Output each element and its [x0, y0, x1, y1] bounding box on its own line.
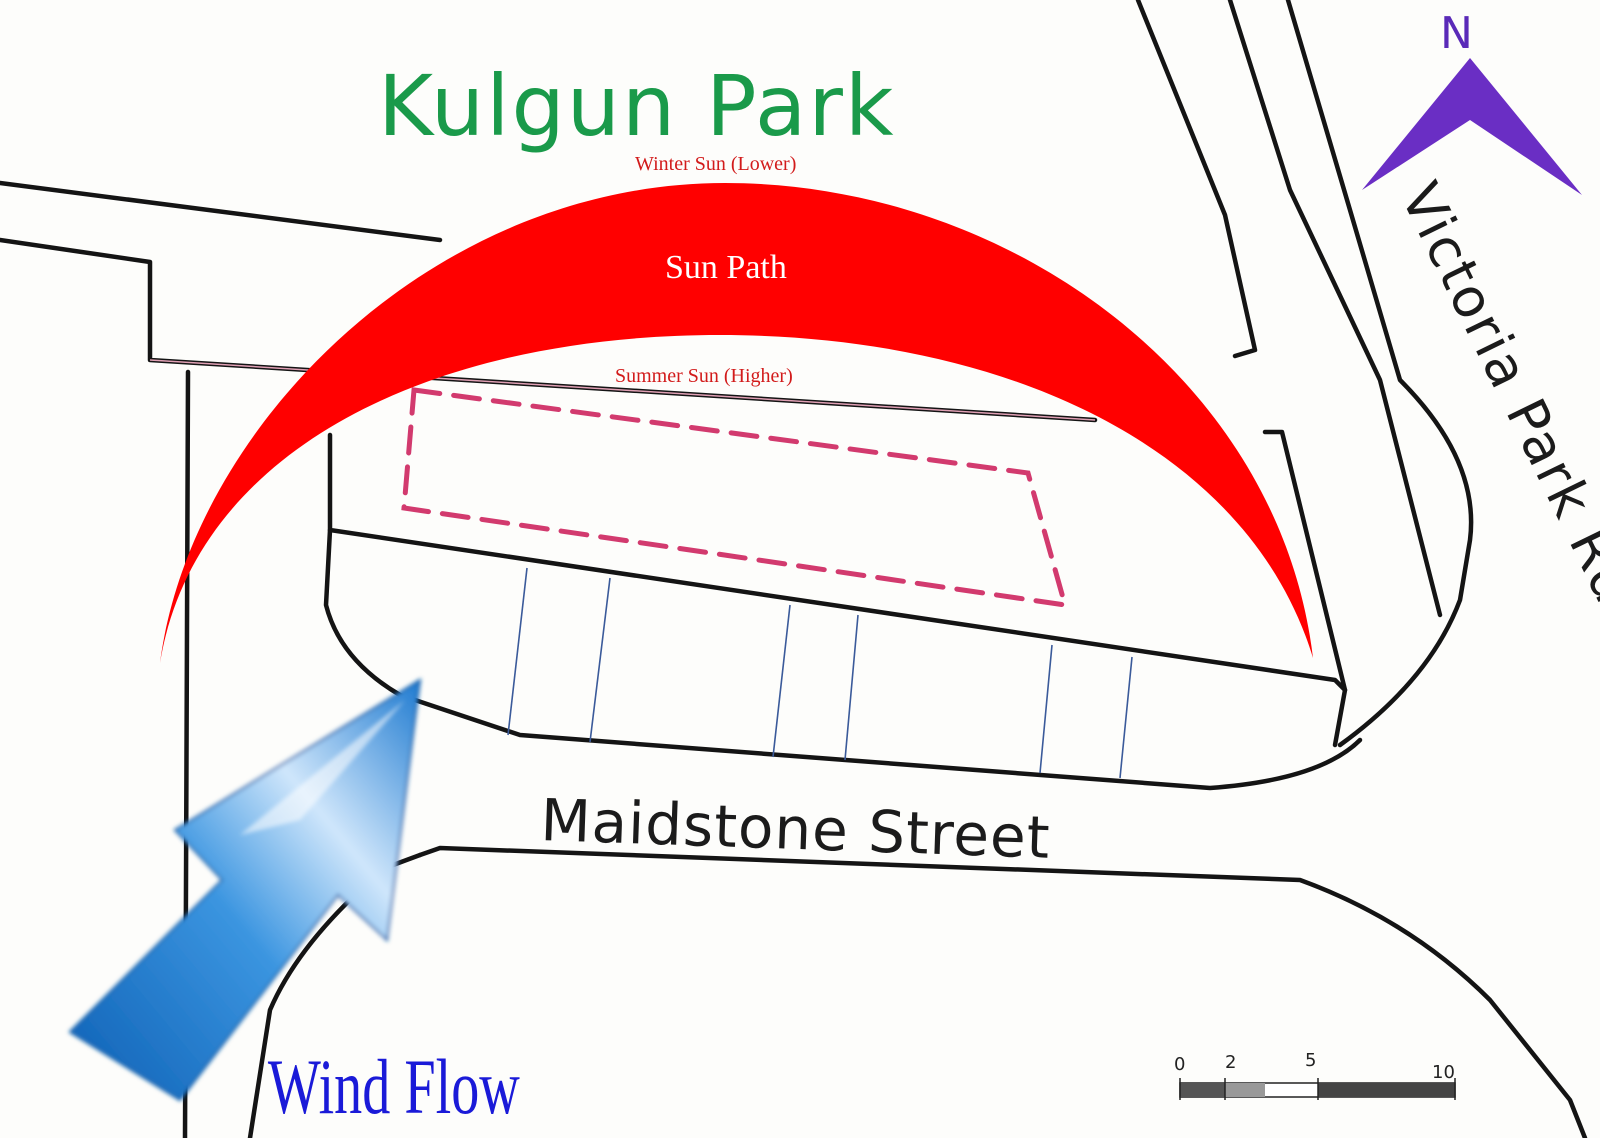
parking-bay-line	[507, 567, 528, 736]
site-block-outline	[327, 429, 1348, 693]
scale-tick-2: 2	[1225, 1052, 1236, 1073]
site-block-west-curve	[323, 527, 1363, 791]
northern-road-edge-upper	[0, 180, 443, 243]
parking-bay-line	[1039, 644, 1053, 774]
scale-tick-5: 5	[1305, 1050, 1316, 1071]
wind-arrow-icon	[68, 678, 422, 1102]
north-label: N	[1440, 8, 1473, 59]
street-name-label: Maidstone Street	[540, 786, 1052, 872]
parking-bays	[507, 567, 1133, 779]
diagonal-road-edge-mid	[1227, 0, 1443, 618]
sun-path-arc	[160, 183, 1313, 663]
maidstone-street-south-edge	[417, 845, 1588, 1138]
wind-flow-label: Wind Flow	[268, 1043, 520, 1130]
block-top-line	[149, 359, 1096, 421]
sun-path-title: Sun Path	[665, 249, 787, 286]
winter-sun-label: Winter Sun (Lower)	[635, 153, 796, 175]
summer-sun-label: Summer Sun (Higher)	[615, 365, 793, 387]
parking-bay-line	[589, 577, 611, 743]
scale-bar: 0 2 5 10	[1174, 1050, 1456, 1100]
park-name-label: Kulgun Park	[378, 57, 896, 155]
site-boundary	[401, 387, 1069, 609]
victoria-park-rd-edge	[1285, 0, 1474, 748]
diagonal-road-edge-left	[1135, 0, 1258, 359]
north-arrow-icon	[1362, 58, 1582, 195]
scale-tick-0: 0	[1174, 1054, 1185, 1075]
road-name-label: Victoria Park Rd	[1388, 173, 1600, 614]
parking-bay-line	[844, 614, 859, 761]
scale-tick-10: 10	[1432, 1062, 1455, 1083]
victoria-park-rd-lower-edge	[1332, 687, 1348, 748]
parking-bay-line	[772, 604, 791, 758]
parking-bay-line	[1119, 656, 1133, 779]
